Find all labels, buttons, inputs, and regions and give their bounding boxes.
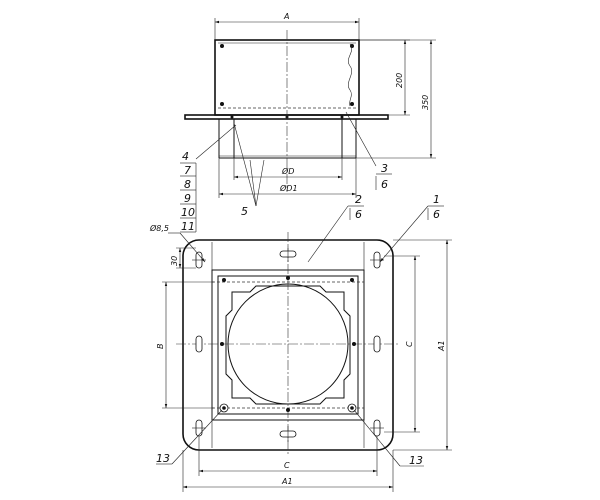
leader-2 xyxy=(307,205,349,263)
mounting-slot xyxy=(373,335,381,353)
callout-13-right: 13 xyxy=(409,454,423,467)
callout-5: 5 xyxy=(241,205,248,218)
dim-hole-label: Ø8,5 xyxy=(149,223,169,233)
rivet xyxy=(350,278,354,282)
dim-d1-label: ØD1 xyxy=(279,183,298,193)
dim-b-label: B xyxy=(156,344,165,350)
dim-d-label: ØD xyxy=(281,166,294,176)
callout-4-item: 8 xyxy=(184,178,191,191)
rivet xyxy=(220,44,224,48)
leader-4 xyxy=(195,124,237,160)
rivet xyxy=(286,276,290,280)
dim-c-bottom-label: C xyxy=(284,461,290,470)
callout-1-top: 1 xyxy=(433,193,440,206)
rivet xyxy=(340,115,344,119)
dim-a-label: A xyxy=(283,12,289,21)
dim-350-label: 350 xyxy=(421,95,430,110)
callout-3-top: 3 xyxy=(381,162,388,175)
callout-4-item: 10 xyxy=(181,206,195,219)
rivet xyxy=(286,408,290,412)
callout-1-bottom: 6 xyxy=(433,208,440,221)
mounting-slots xyxy=(192,246,384,442)
dim-30-label: 30 xyxy=(170,256,179,266)
side-view: A 200 350 ØD ØD1 3 6 4 7 xyxy=(180,12,436,263)
leader-5 xyxy=(255,159,265,207)
leader-13-right xyxy=(353,409,401,467)
dim-a1-bottom-label: A1 xyxy=(281,477,293,486)
roof-plate xyxy=(184,114,389,120)
callout-2-bottom: 6 xyxy=(355,208,362,221)
callout-3-bottom: 6 xyxy=(381,178,388,191)
callout-2-top: 2 xyxy=(355,193,362,206)
rivets xyxy=(219,276,357,413)
rivet xyxy=(222,278,226,282)
leader-5 xyxy=(233,122,257,207)
inner-frame xyxy=(225,285,351,405)
plan-view: Ø8,5 30 B C A1 C A1 1 xyxy=(149,193,452,492)
rivet xyxy=(352,342,356,346)
callout-13-left: 13 xyxy=(156,452,170,465)
rivet xyxy=(220,102,224,106)
leader-3 xyxy=(345,111,377,167)
leader-13-left xyxy=(171,409,223,465)
break-line xyxy=(348,43,352,107)
rivet xyxy=(220,342,224,346)
dim-200-label: 200 xyxy=(395,73,404,88)
rivet xyxy=(230,115,234,119)
callout-4-stack: 4 7 8 9 10 11 xyxy=(180,150,196,233)
callout-4-item: 11 xyxy=(181,220,195,233)
callout-4-item: 9 xyxy=(184,192,191,205)
dim-a1-right-label: A1 xyxy=(437,340,446,352)
leader-1 xyxy=(379,205,429,263)
callout-4-item: 4 xyxy=(182,150,189,163)
rivet xyxy=(222,406,226,410)
callout-4-item: 7 xyxy=(184,164,191,177)
leader-5 xyxy=(249,159,257,207)
leader-hole xyxy=(179,232,206,263)
rivet xyxy=(350,406,354,410)
dim-c-right-label: C xyxy=(405,341,414,347)
rivet xyxy=(350,102,354,106)
mounting-slot xyxy=(195,335,203,353)
